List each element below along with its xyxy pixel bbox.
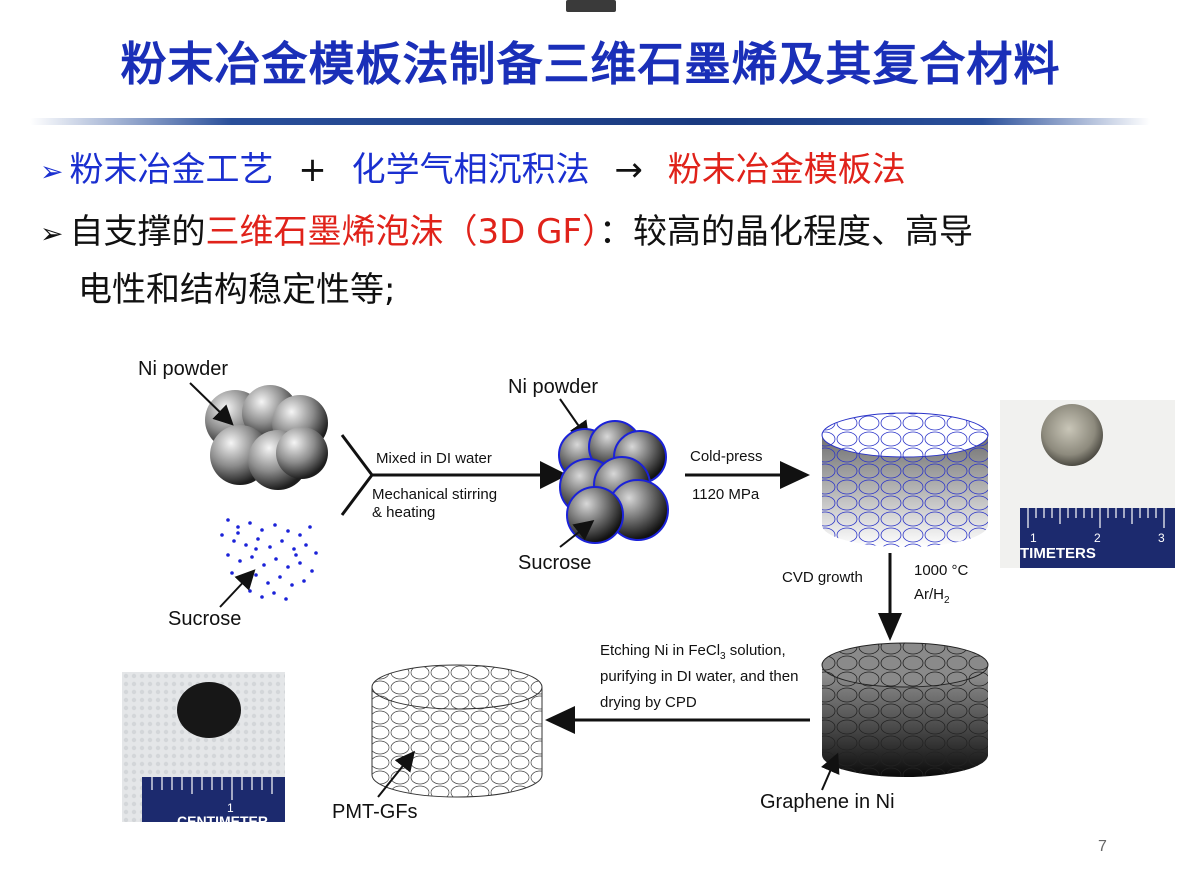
pressure-label: 1120 MPa bbox=[692, 486, 760, 503]
ruler-top bbox=[1020, 508, 1175, 568]
sucrose-label-2: Sucrose bbox=[518, 552, 591, 574]
ni-powder-label-1: Ni powder bbox=[138, 358, 228, 380]
bullet-template-method: 粉末冶金模板法 bbox=[667, 150, 906, 190]
bullet-cvd: 化学气相沉积法 bbox=[351, 150, 590, 190]
plus-sign: + bbox=[298, 150, 327, 190]
sucrose-label-1: Sucrose bbox=[168, 608, 241, 630]
ruler-top-num-3: 3 bbox=[1158, 531, 1165, 545]
ni-powder-sucrose-cluster bbox=[558, 420, 669, 544]
graphene-in-ni-cylinder bbox=[821, 642, 989, 777]
ni-template-photo: 1 2 3 TIMETERS bbox=[1000, 400, 1175, 568]
bullet-powder-metallurgy: 粉末冶金工艺 bbox=[69, 150, 274, 190]
result-arrow-icon: → bbox=[614, 150, 643, 190]
ruler-top-num-1: 1 bbox=[1030, 531, 1037, 545]
bullet-line-2: ➢自支撑的三维石墨烯泡沫（3D GF）：较高的晶化程度、高导 bbox=[40, 204, 973, 262]
pmt-gfs-cylinder bbox=[371, 664, 543, 798]
etching-arrow bbox=[545, 706, 810, 734]
etching-label-1: Etching Ni in FeCl3 solution, bbox=[600, 642, 786, 662]
stir-label-1: Mechanical stirring bbox=[372, 486, 497, 503]
bullet-continuation: 电性和结构稳定性等; bbox=[78, 270, 396, 310]
etching-label-3: drying by CPD bbox=[600, 694, 697, 711]
ni-powder-pointer bbox=[189, 382, 234, 426]
bullet-marker-icon: ➢ bbox=[40, 217, 64, 250]
title-underline bbox=[30, 118, 1150, 125]
cold-press-arrow bbox=[685, 461, 810, 489]
pmt-gfs-pointer bbox=[377, 750, 415, 798]
ruler-top-text: TIMETERS bbox=[1020, 545, 1096, 562]
window-status-indicator bbox=[566, 0, 616, 12]
ruler-bottom-text: CENTIMETER bbox=[177, 813, 268, 822]
stir-label-2: & heating bbox=[372, 504, 435, 521]
cvd-growth-arrow bbox=[878, 553, 902, 641]
process-diagram: Ni powder Sucrose Mixed in DI water Mech… bbox=[138, 358, 989, 823]
mix-label: Mixed in DI water bbox=[376, 450, 492, 467]
graphene-in-ni-label: Graphene in Ni bbox=[760, 791, 895, 813]
graphene-pointer bbox=[821, 752, 840, 791]
pmt-gfs-label: PMT-GFs bbox=[332, 801, 418, 823]
ni-template-cylinder bbox=[821, 412, 989, 547]
page-number: 7 bbox=[1098, 838, 1107, 855]
gas-label: Ar/H2 bbox=[914, 586, 950, 606]
temperature-label: 1000 °C bbox=[914, 562, 969, 579]
bullet-suffix: ：较高的晶化程度、高导 bbox=[599, 212, 973, 252]
ni-powder-cluster bbox=[205, 385, 328, 490]
slide-title: 粉末冶金模板法制备三维石墨烯及其复合材料 bbox=[120, 37, 1061, 91]
sucrose-particles bbox=[220, 518, 318, 601]
bullet-line-3: 电性和结构稳定性等; bbox=[78, 262, 395, 318]
bullet-3dgf-highlight: 三维石墨烯泡沫（3D GF） bbox=[205, 212, 599, 252]
cvd-growth-label: CVD growth bbox=[782, 569, 863, 586]
ni-powder-label-2: Ni powder bbox=[508, 376, 598, 398]
etching-label-2: purifying in DI water, and then bbox=[600, 668, 798, 685]
ruler-top-num-2: 2 bbox=[1094, 531, 1101, 545]
ruler-bottom bbox=[142, 777, 285, 822]
sucrose-pointer-2 bbox=[559, 520, 595, 548]
pmt-gfs-disc-sample bbox=[177, 682, 241, 738]
bullet-marker-icon: ➢ bbox=[40, 155, 64, 188]
bullet-line-1: ➢粉末冶金工艺 + 化学气相沉积法 → 粉末冶金模板法 bbox=[40, 142, 906, 200]
pmt-gfs-photo: 1 CENTIMETER bbox=[122, 672, 285, 822]
cold-press-label: Cold-press bbox=[690, 448, 763, 465]
ni-disc-sample bbox=[1041, 404, 1103, 466]
mixing-arrow bbox=[340, 434, 568, 516]
sucrose-pointer bbox=[219, 569, 256, 608]
ruler-bottom-num-1: 1 bbox=[227, 801, 234, 815]
bullet-prefix: 自支撑的 bbox=[69, 212, 206, 252]
